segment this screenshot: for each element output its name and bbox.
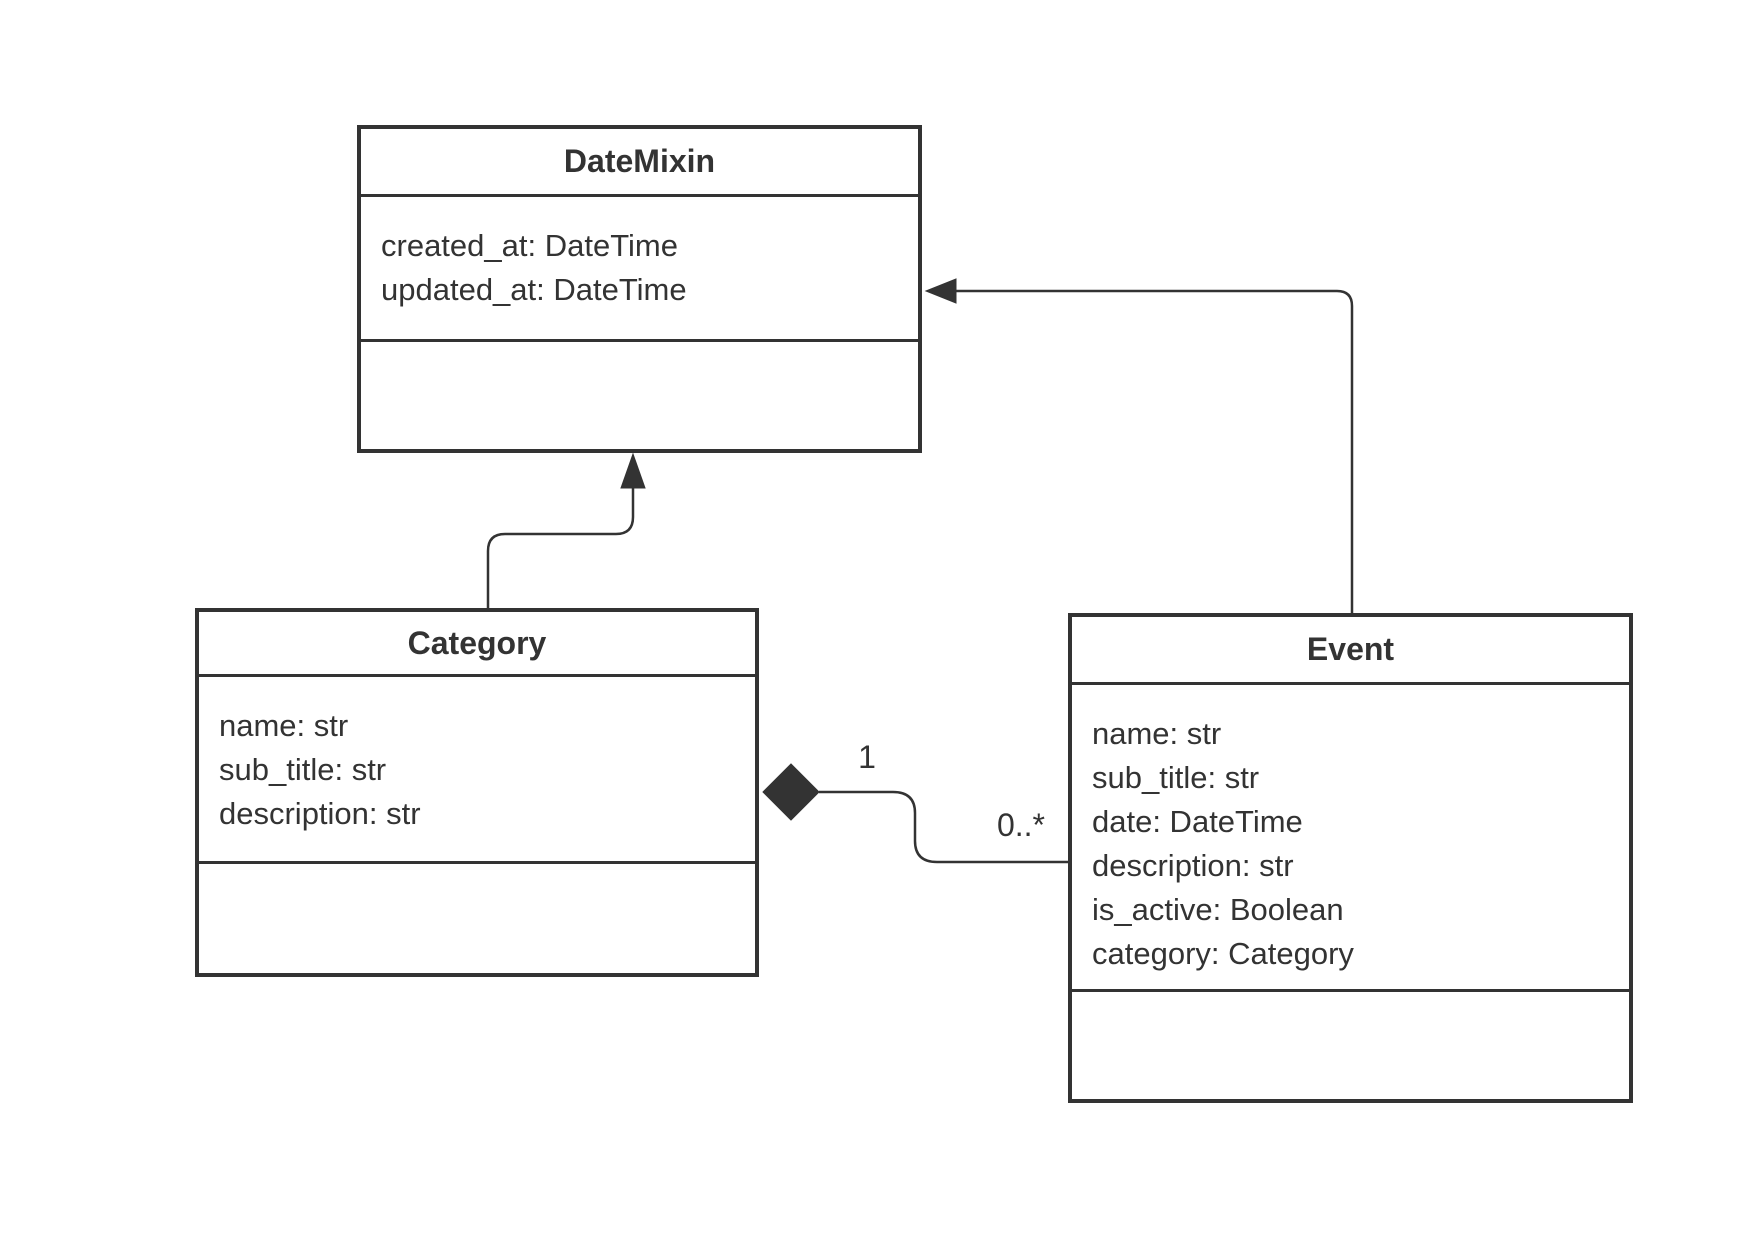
class-title-datemixin: DateMixin [361, 129, 918, 197]
attribute: description: str [1092, 848, 1294, 883]
class-box-category[interactable]: Category name: str sub_title: str descri… [195, 608, 759, 977]
class-attributes-category: name: str sub_title: str description: st… [199, 677, 755, 864]
inheritance-connector-category-to-datemixin[interactable] [486, 488, 635, 608]
class-box-event[interactable]: Event name: str sub_title: str date: Dat… [1068, 613, 1633, 1103]
attribute: name: str [1092, 716, 1222, 751]
multiplicity-label-source: 1 [858, 739, 876, 775]
attribute: sub_title: str [219, 752, 387, 787]
attribute: description: str [219, 796, 421, 831]
composition-diamond-icon [762, 763, 820, 821]
left-arrowhead-icon [924, 278, 957, 304]
attribute: is_active: Boolean [1092, 892, 1344, 927]
class-methods-empty-section [361, 342, 918, 449]
attribute: sub_title: str [1092, 760, 1260, 795]
inheritance-arrowhead-icon [620, 452, 646, 489]
class-attributes-event: name: str sub_title: str date: DateTime … [1072, 685, 1629, 992]
class-methods-empty-section [1072, 992, 1629, 1099]
attribute: category: Category [1092, 936, 1354, 971]
class-attributes-datemixin: created_at: DateTime updated_at: DateTim… [361, 197, 918, 342]
connector-event-to-datemixin[interactable] [955, 289, 1354, 613]
class-title-category: Category [199, 612, 755, 677]
attribute: updated_at: DateTime [381, 272, 687, 307]
class-box-datemixin[interactable]: DateMixin created_at: DateTime updated_a… [357, 125, 922, 453]
attribute: name: str [219, 708, 349, 743]
attribute: date: DateTime [1092, 804, 1303, 839]
class-methods-empty-section [199, 864, 755, 973]
multiplicity-label-target: 0..* [996, 807, 1045, 843]
composition-connector-category-to-event[interactable] [819, 790, 1068, 864]
class-title-event: Event [1072, 617, 1629, 685]
attribute: created_at: DateTime [381, 228, 678, 263]
